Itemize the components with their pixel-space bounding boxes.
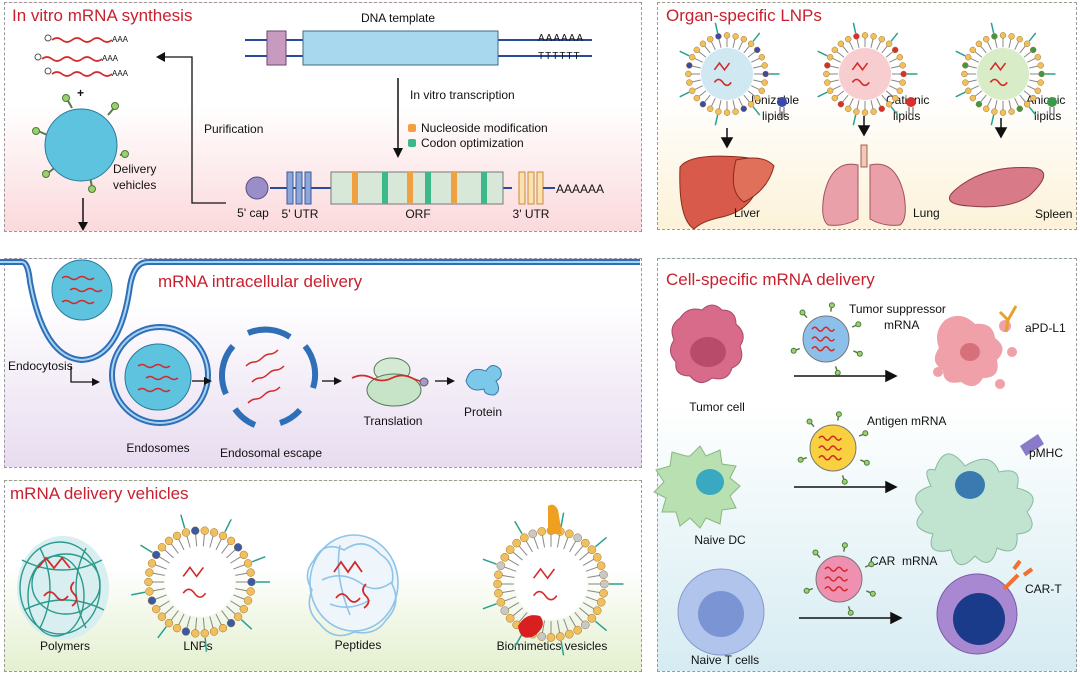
label-purification: Purification <box>204 122 264 136</box>
label-dna-template: DNA template <box>360 11 436 25</box>
label-spleen: Spleen <box>1035 207 1073 221</box>
dna-template-graphic <box>245 30 592 66</box>
label-mrna-tail-2: AAA <box>102 54 119 63</box>
naive-dc-icon <box>653 445 741 529</box>
label-5-utr: 5' UTR <box>281 207 319 221</box>
lnp-anionic-mrna <box>989 61 1007 72</box>
panel-title-cell: Cell-specific mRNA delivery <box>666 270 875 289</box>
spleen-icon <box>948 167 1045 208</box>
label-biomimetics-vesicles: Biomimetics vesicles <box>496 639 608 653</box>
lipid-marker-icon <box>777 97 787 107</box>
lnp-cationic-core <box>838 47 892 101</box>
lnp-vehicle-mrna <box>182 566 204 578</box>
label-anionic-lipids-2: lipids <box>1034 109 1062 123</box>
protein-icon <box>465 365 502 396</box>
label-lung: Lung <box>913 206 940 220</box>
label-delivery-vehicles-2: vehicles <box>113 178 157 192</box>
label-3-utr: 3' UTR <box>512 207 550 221</box>
antibody-icon <box>998 305 1018 333</box>
vehicle-car <box>815 555 863 603</box>
tumor-cell-icon <box>670 304 744 383</box>
endosomal-escape-icon <box>219 326 319 428</box>
label-polymers: Polymers <box>39 639 91 653</box>
label-cationic-lipids-2: lipids <box>893 109 921 123</box>
label-translation: Translation <box>363 414 423 428</box>
ribosome-icon <box>351 357 429 407</box>
peptide-icon <box>306 534 399 637</box>
label-mrna-tail-3: AAA <box>112 69 129 78</box>
car-t-cell-icon <box>936 559 1034 655</box>
label-tumor-suppressor-1: Tumor suppressor <box>849 302 946 316</box>
label-pmhc: pMHC <box>1029 446 1064 460</box>
panel-title-synthesis: In vitro mRNA synthesis <box>12 6 193 25</box>
label-car-mrna: CAR mRNA <box>870 554 938 568</box>
lung-icon <box>822 144 906 226</box>
mrna-strands <box>41 37 113 77</box>
label-5-cap: 5' cap <box>237 206 269 220</box>
label-naive-dc: Naive DC <box>694 533 746 547</box>
label-car-t: CAR-T <box>1025 582 1062 596</box>
label-delivery-vehicles-1: Delivery <box>113 162 157 176</box>
label-poly-t-bottom: TTTTTT <box>538 51 581 62</box>
legend-nucleoside-modification: Nucleoside modification <box>421 121 548 135</box>
label-endocytosis: Endocytosis <box>8 359 73 373</box>
naive-t-cell-icon <box>677 568 765 656</box>
label-mrna-tail-1: AAA <box>112 35 129 44</box>
label-naive-t-cells: Naive T cells <box>690 653 760 667</box>
label-ionizable-lipids-1: Ionizable <box>751 93 800 107</box>
panel-title-vehicles: mRNA delivery vehicles <box>10 484 189 503</box>
vehicle-tumor-suppressor <box>802 315 850 363</box>
label-endosomes: Endosomes <box>126 441 190 455</box>
lnp-ionizable-mrna <box>713 61 731 72</box>
membrane-protein-icon-red <box>518 615 543 638</box>
label-peptides: Peptides <box>334 638 382 652</box>
label-liver: Liver <box>734 206 761 220</box>
label-endosomal-escape: Endosomal escape <box>219 446 323 460</box>
lnp-ionizable-core <box>700 47 754 101</box>
label-in-vitro-transcription: In vitro transcription <box>410 88 515 102</box>
panel-title-organ: Organ-specific LNPs <box>666 6 822 25</box>
delivery-vehicle-graphic <box>32 94 129 193</box>
lipid-marker-icon <box>1047 97 1057 107</box>
biomimetic-vesicle-mrna <box>532 567 556 580</box>
membrane-protein-icon <box>548 504 562 534</box>
lnp-cationic-mrna <box>851 61 869 72</box>
label-protein: Protein <box>463 405 503 419</box>
label-poly-a: AAAAAA <box>556 182 605 196</box>
legend-codon-optimization: Codon optimization <box>421 136 524 150</box>
lipid-marker-icon <box>906 97 916 107</box>
label-ionizable-lipids-2: lipids <box>762 109 790 123</box>
label-poly-a-top: AAAAAA <box>538 33 585 44</box>
label-orf: ORF <box>405 207 431 221</box>
label-plus: + <box>77 86 85 100</box>
biomimetic-vesicle-core <box>515 548 587 620</box>
tumor-cell-lysed-icon <box>933 315 1017 389</box>
label-apd-l1: aPD-L1 <box>1025 321 1066 335</box>
label-tumor-cell: Tumor cell <box>689 400 745 414</box>
label-antigen-mrna: Antigen mRNA <box>867 414 947 428</box>
lnp-vehicle-core <box>165 547 235 617</box>
mature-dc-icon <box>915 434 1044 566</box>
polymer-icon <box>17 536 109 640</box>
label-tumor-suppressor-2: mRNA <box>884 318 920 332</box>
vehicle-antigen <box>809 424 857 472</box>
panel-title-intracellular: mRNA intracellular delivery <box>158 272 363 291</box>
lnp-anionic-core <box>976 47 1030 101</box>
